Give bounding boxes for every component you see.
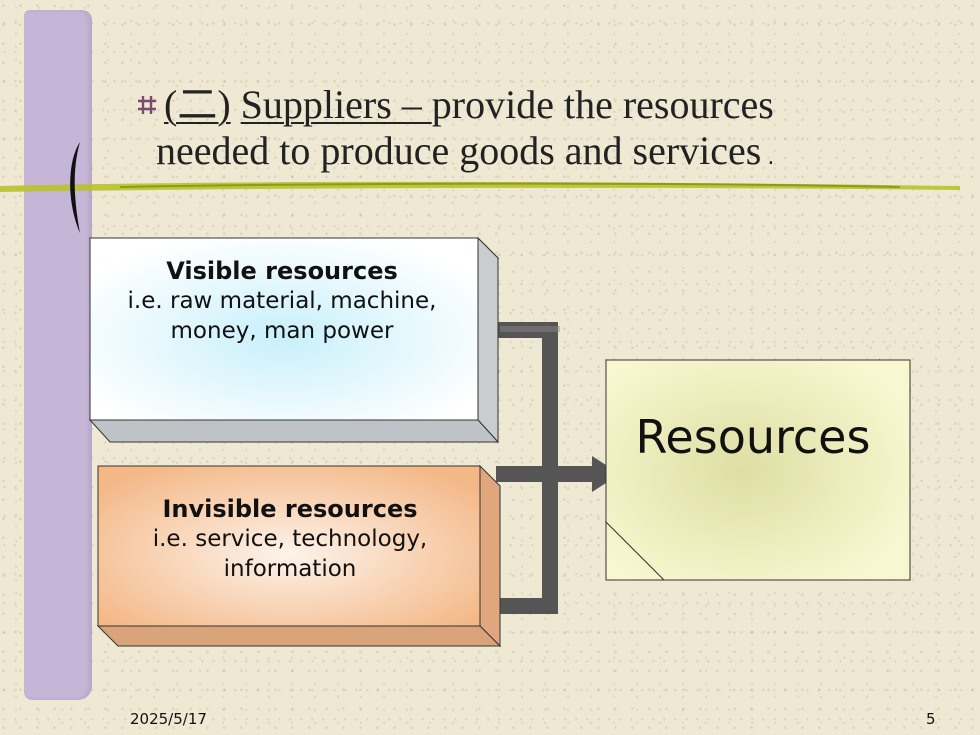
title-rest: provide the resources [431,82,774,127]
accent-line [0,181,960,192]
title-end: . [767,145,775,170]
title-link[interactable]: Suppliers – [240,82,432,127]
footer-date: 2025/5/17 [130,710,207,728]
resources-result-box [604,358,912,581]
bracket-icon [70,142,80,233]
connector-lines [496,322,620,614]
visible-box-text: Visible resources i.e. raw material, mac… [112,256,452,346]
visible-box-heading: Visible resources [166,257,398,285]
page-number: 5 [926,710,936,728]
invisible-resources-box [96,464,502,648]
slide-title: (二) Suppliers – provide the resources ne… [136,82,956,181]
invisible-box-body: i.e. service, technology, information [152,526,428,582]
title-line2: needed to produce goods and services [156,128,762,173]
invisible-box-text: Invisible resources i.e. service, techno… [110,494,470,584]
result-label: Resources [635,410,871,464]
visible-resources-box [88,236,500,444]
visible-box-body: i.e. raw material, machine, money, man p… [127,288,437,344]
sidebar-strip [24,10,92,700]
hash-bullet-icon [138,96,156,114]
title-marker: (二) [164,82,231,127]
invisible-box-heading: Invisible resources [162,495,418,523]
